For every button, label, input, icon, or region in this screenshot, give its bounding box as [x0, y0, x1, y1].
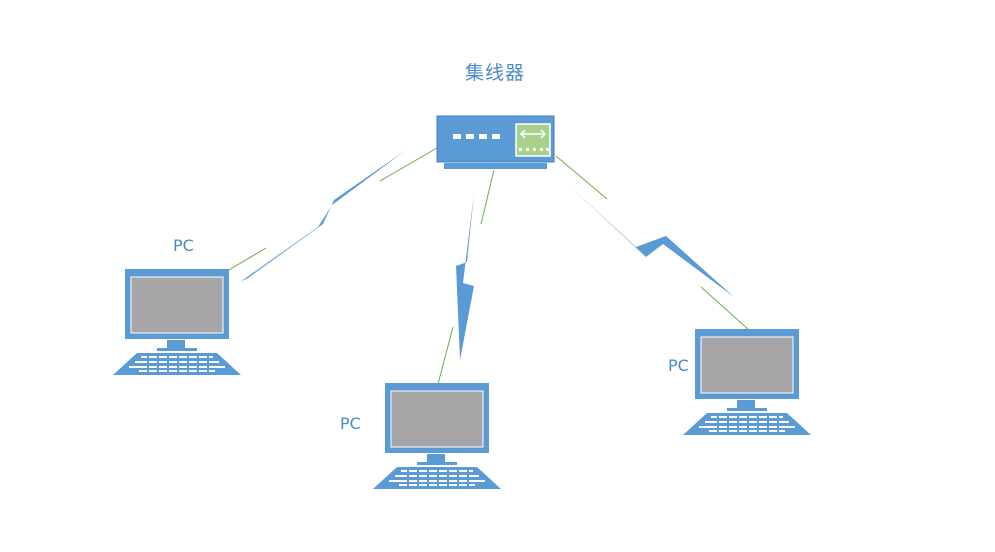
pc-label-left: PC [173, 236, 194, 255]
pc-label-right: PC [668, 356, 689, 375]
desktop-pc-icon [112, 268, 242, 376]
pc-label-middle: PC [340, 414, 361, 433]
hub-status-panel [515, 123, 551, 157]
network-hub-icon [436, 115, 555, 169]
wireless-links [240, 150, 734, 360]
link-line-middle-lower [437, 326, 454, 385]
hub-label: 集线器 [465, 62, 526, 84]
lightning-bolt-icon [240, 150, 406, 282]
link-line-right-lower [700, 286, 750, 331]
link-line-left-upper [379, 147, 438, 182]
lightning-bolt-icon [456, 193, 474, 360]
desktop-pc-icon [372, 382, 502, 490]
hub-ports [453, 134, 500, 139]
link-line-middle-upper [480, 169, 495, 225]
lightning-bolt-icon [567, 184, 734, 297]
link-line-right-upper [555, 155, 608, 200]
hub-base [444, 163, 547, 169]
desktop-pc-icon [682, 328, 812, 436]
link-lines [199, 147, 750, 385]
